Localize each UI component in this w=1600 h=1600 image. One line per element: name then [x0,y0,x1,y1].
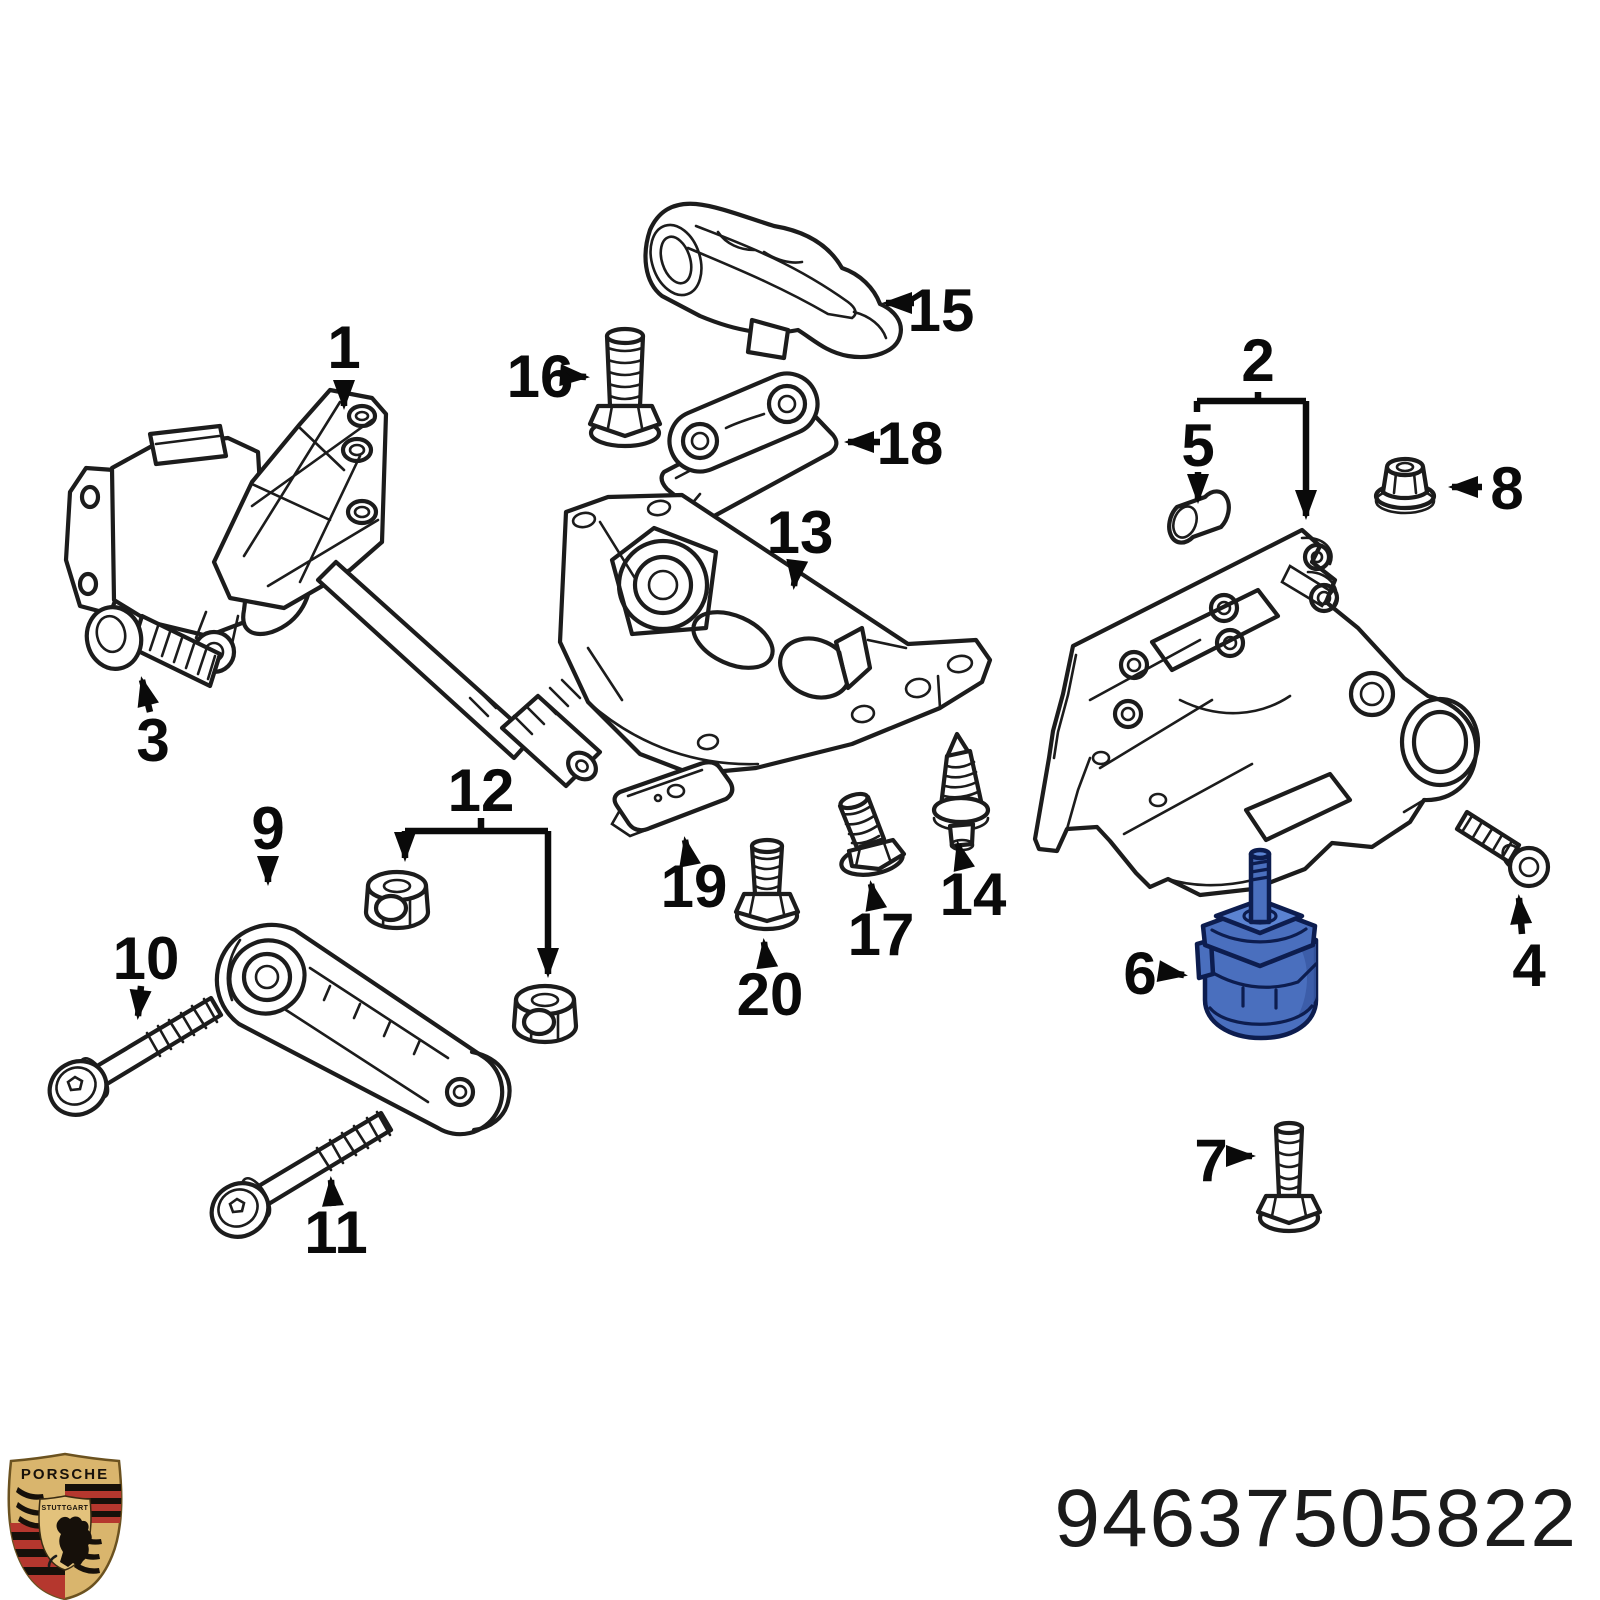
callout-label-15: 15 [908,277,975,344]
callout-label-10: 10 [113,925,180,992]
part-5-drawing [1167,489,1231,545]
callout-arrow-2 [1193,392,1306,412]
callout-label-14: 14 [940,861,1007,928]
part-7-drawing [1255,1120,1323,1234]
crest-stripes-top-right [65,1484,122,1523]
callout-arrow-10 [129,985,152,1020]
callout-label-6: 6 [1123,940,1156,1007]
callout-label-5: 5 [1181,412,1214,479]
crest-horse [56,1516,92,1567]
callout-label-12: 12 [448,757,515,824]
callout-arrow-12 [405,818,548,835]
callout-label-2: 2 [1241,327,1274,394]
callout-label-16: 16 [507,343,574,410]
callout-label-19: 19 [661,853,728,920]
part-9-drawing [214,922,512,1137]
callout-label-8: 8 [1490,455,1523,522]
part-12-drawing [363,869,579,1045]
callout-label-7: 7 [1194,1127,1227,1194]
part-4-drawing [1454,809,1551,889]
callout-arrow-20 [756,938,779,970]
part-11-drawing [209,1110,394,1239]
callout-arrows [129,292,1533,1207]
crest-horse-tail [47,1554,58,1568]
callout-labels: 1 2 3 4 5 6 7 8 9 10 11 12 13 14 15 16 1… [113,277,1547,1266]
porsche-logo: PORSCHE STUTTGART [7,1452,123,1600]
crest-city-text: STUTTGART [42,1505,89,1512]
callout-label-17: 17 [848,901,915,968]
callout-label-9: 9 [251,795,284,862]
part-19-drawing [610,760,735,838]
callout-arrow-6 [1156,960,1188,983]
part-3-drawing [84,605,223,689]
part-1-drawing [63,387,603,789]
part-18-drawing [659,371,839,520]
callout-label-3: 3 [136,707,169,774]
part-16-drawing [587,326,663,449]
part-17-drawing [837,791,907,877]
part-14-drawing [931,731,991,852]
callout-arrow-19 [679,836,701,868]
callout-arrow-13 [786,558,809,590]
callout-arrow-14 [953,840,975,872]
part-20-drawing [733,837,801,932]
callout-arrow-3 [137,676,159,713]
callout-label-11: 11 [304,1199,367,1266]
crest-brand-text: PORSCHE [21,1466,109,1483]
callout-label-1: 1 [327,314,360,381]
callout-arrow-16 [559,364,590,387]
callout-label-18: 18 [877,410,944,477]
part-number: 94637505822 [1054,1473,1578,1564]
callout-label-13: 13 [767,499,834,566]
part-13-drawing [557,492,993,777]
callout-label-20: 20 [737,961,804,1028]
part-8-drawing [1373,456,1437,515]
part-15-drawing [643,201,903,361]
part-10-drawing [47,995,224,1117]
part-6-drawing-highlighted [1194,847,1319,1041]
callout-label-4: 4 [1512,932,1546,999]
callout-arrow-17 [865,880,888,912]
callout-arrow-11 [322,1176,344,1207]
callout-arrow-4 [1510,894,1533,935]
part-2-drawing [1032,527,1481,898]
